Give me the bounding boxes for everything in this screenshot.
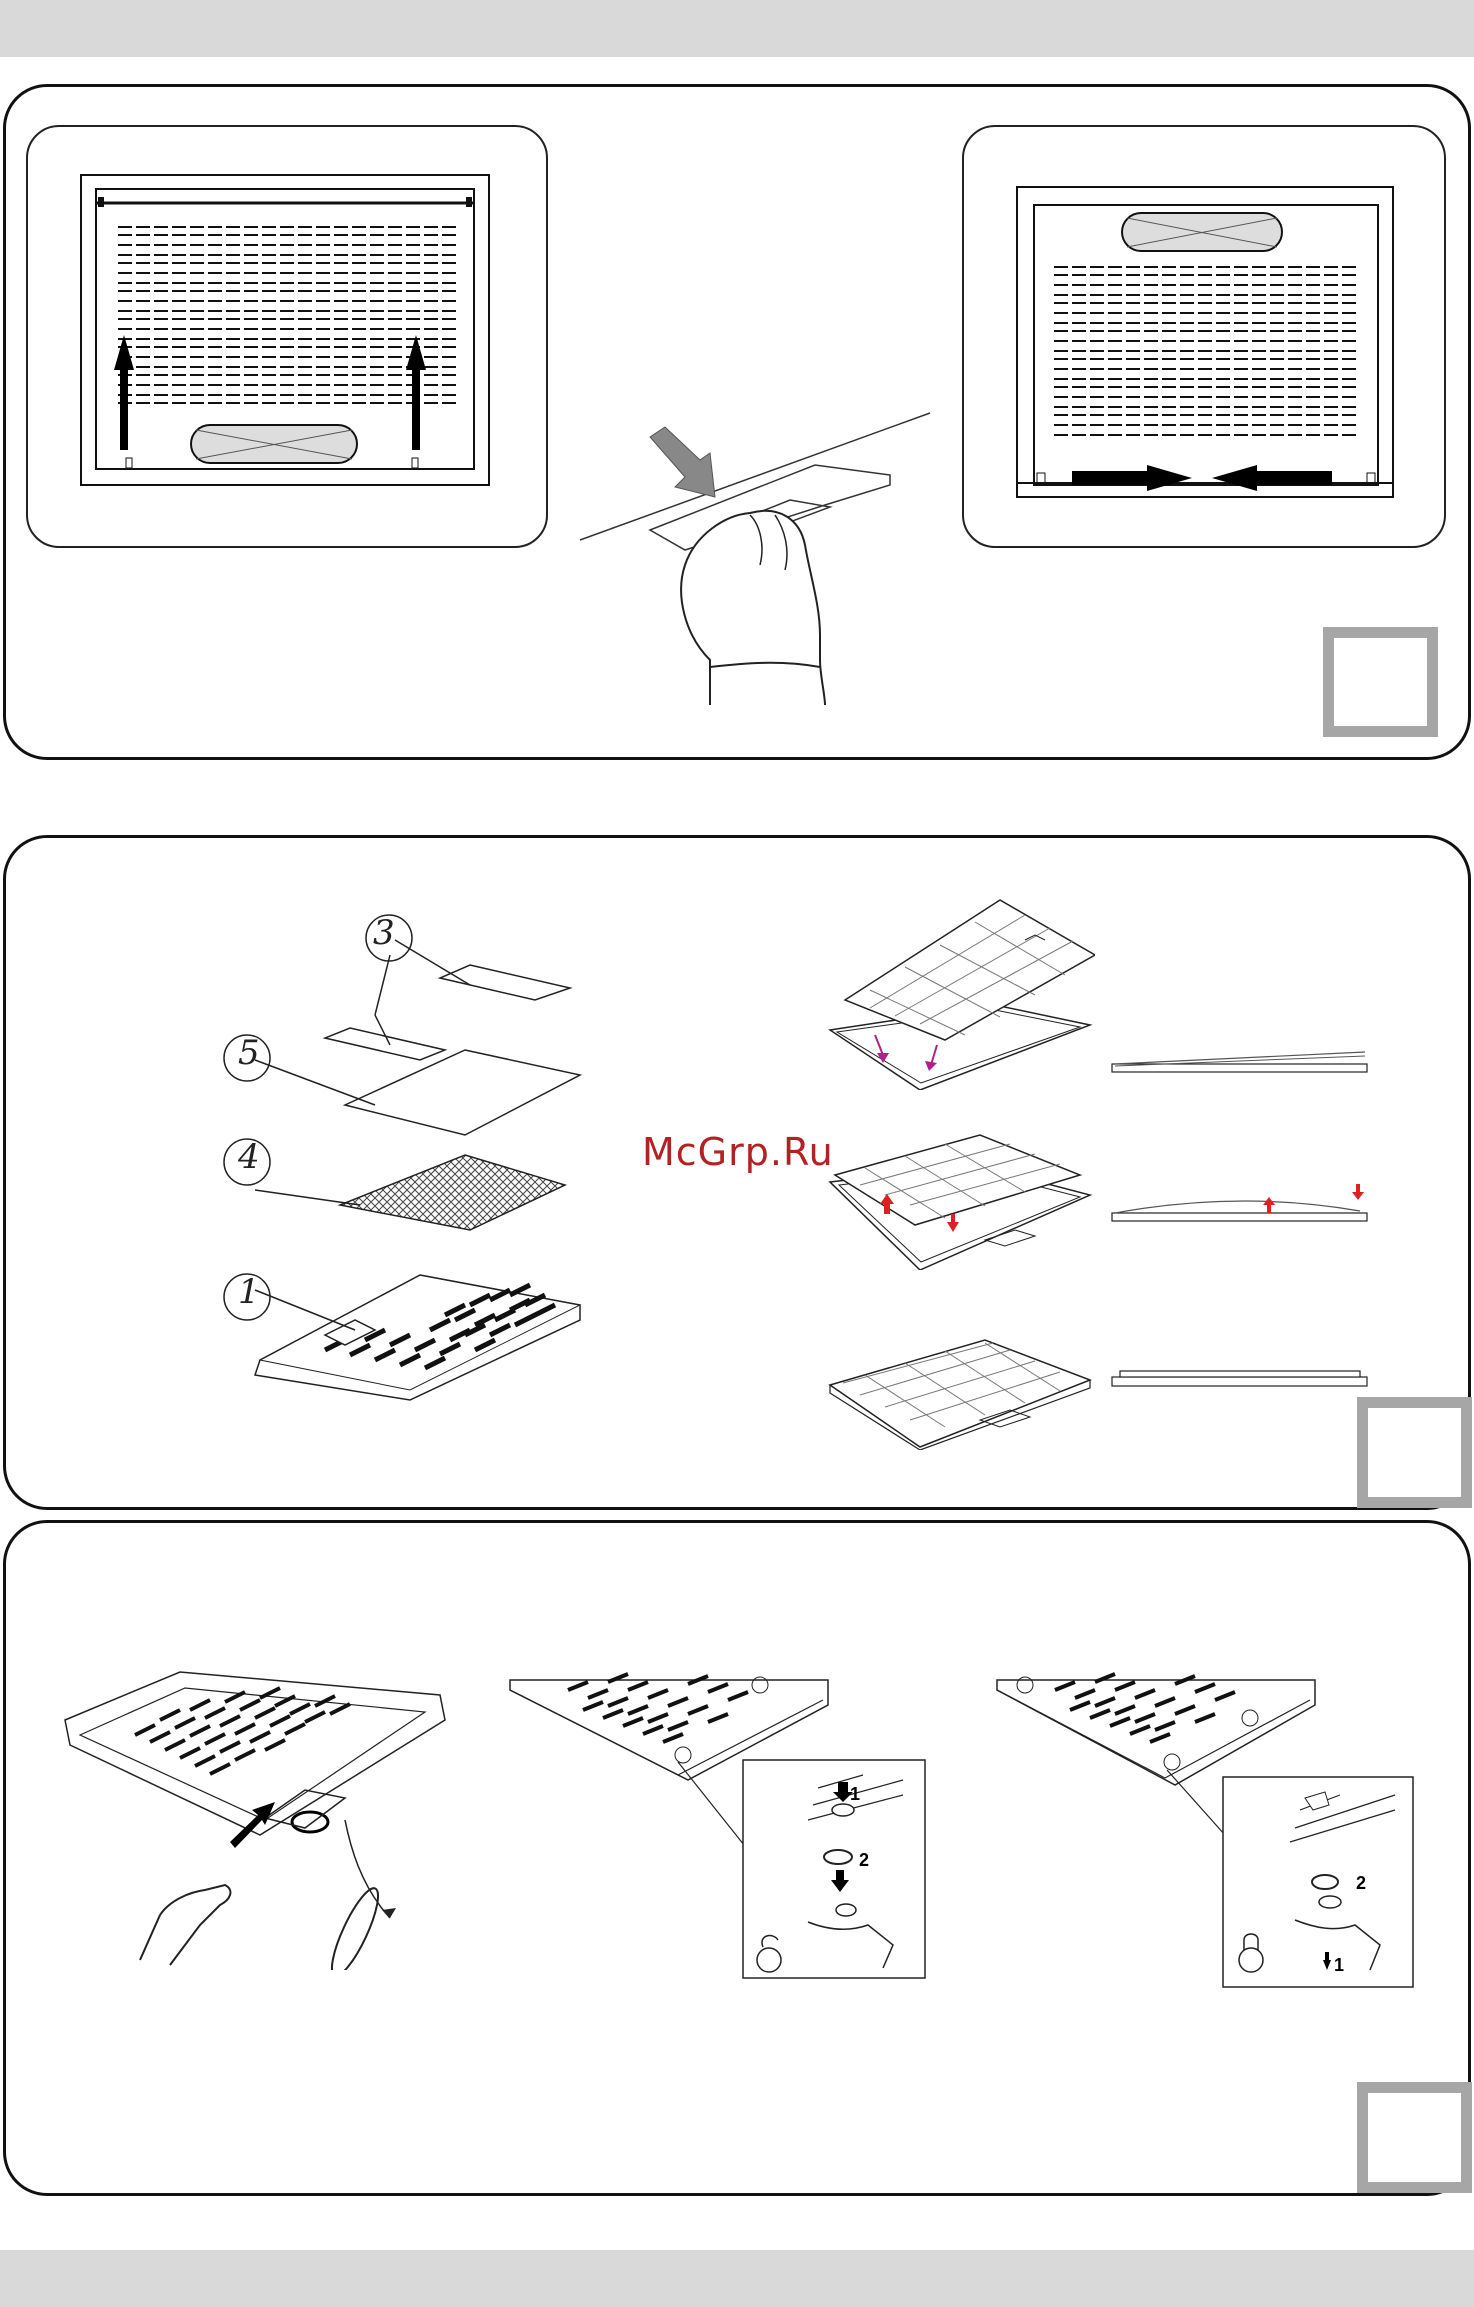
top-band: [0, 0, 1474, 57]
hood-underside-filter-slide-figure: [962, 125, 1448, 550]
step-label-press: 1: [850, 1784, 860, 1805]
step-number-box-3: [1357, 2082, 1472, 2193]
step-label-twist: 2: [859, 1850, 869, 1871]
filter-step-b-figure: [825, 1130, 1095, 1270]
step-number-box-1: [1323, 627, 1438, 737]
watermark: McGrp.Ru: [642, 1130, 834, 1174]
step-number-box-2: [1357, 1397, 1472, 1508]
exploded-filter-diagram: [215, 910, 595, 1410]
hood-underside-filter-up-figure: [26, 125, 550, 550]
hand-pushing-filter-figure: [575, 405, 935, 705]
step-label-lift: 1: [1334, 1955, 1344, 1976]
filter-side-view-c: [1110, 1365, 1370, 1390]
filter-step-a-figure: [825, 895, 1095, 1090]
hood-charcoal-unlock-figure: [508, 1670, 928, 1980]
filter-side-view-b: [1110, 1175, 1370, 1225]
filter-side-view-a: [1110, 1050, 1370, 1075]
filter-step-c-figure: [825, 1335, 1095, 1450]
hood-charcoal-lock-figure: [995, 1670, 1415, 1990]
bottom-band: [0, 2250, 1474, 2307]
callout-circle-5: [222, 1033, 272, 1083]
hood-charcoal-removal-figure: [60, 1670, 455, 1970]
callout-circle-1: [222, 1272, 272, 1322]
callout-circle-4: [222, 1137, 272, 1187]
step-label-turn: 2: [1356, 1873, 1366, 1894]
callout-circle-3: [364, 913, 414, 963]
